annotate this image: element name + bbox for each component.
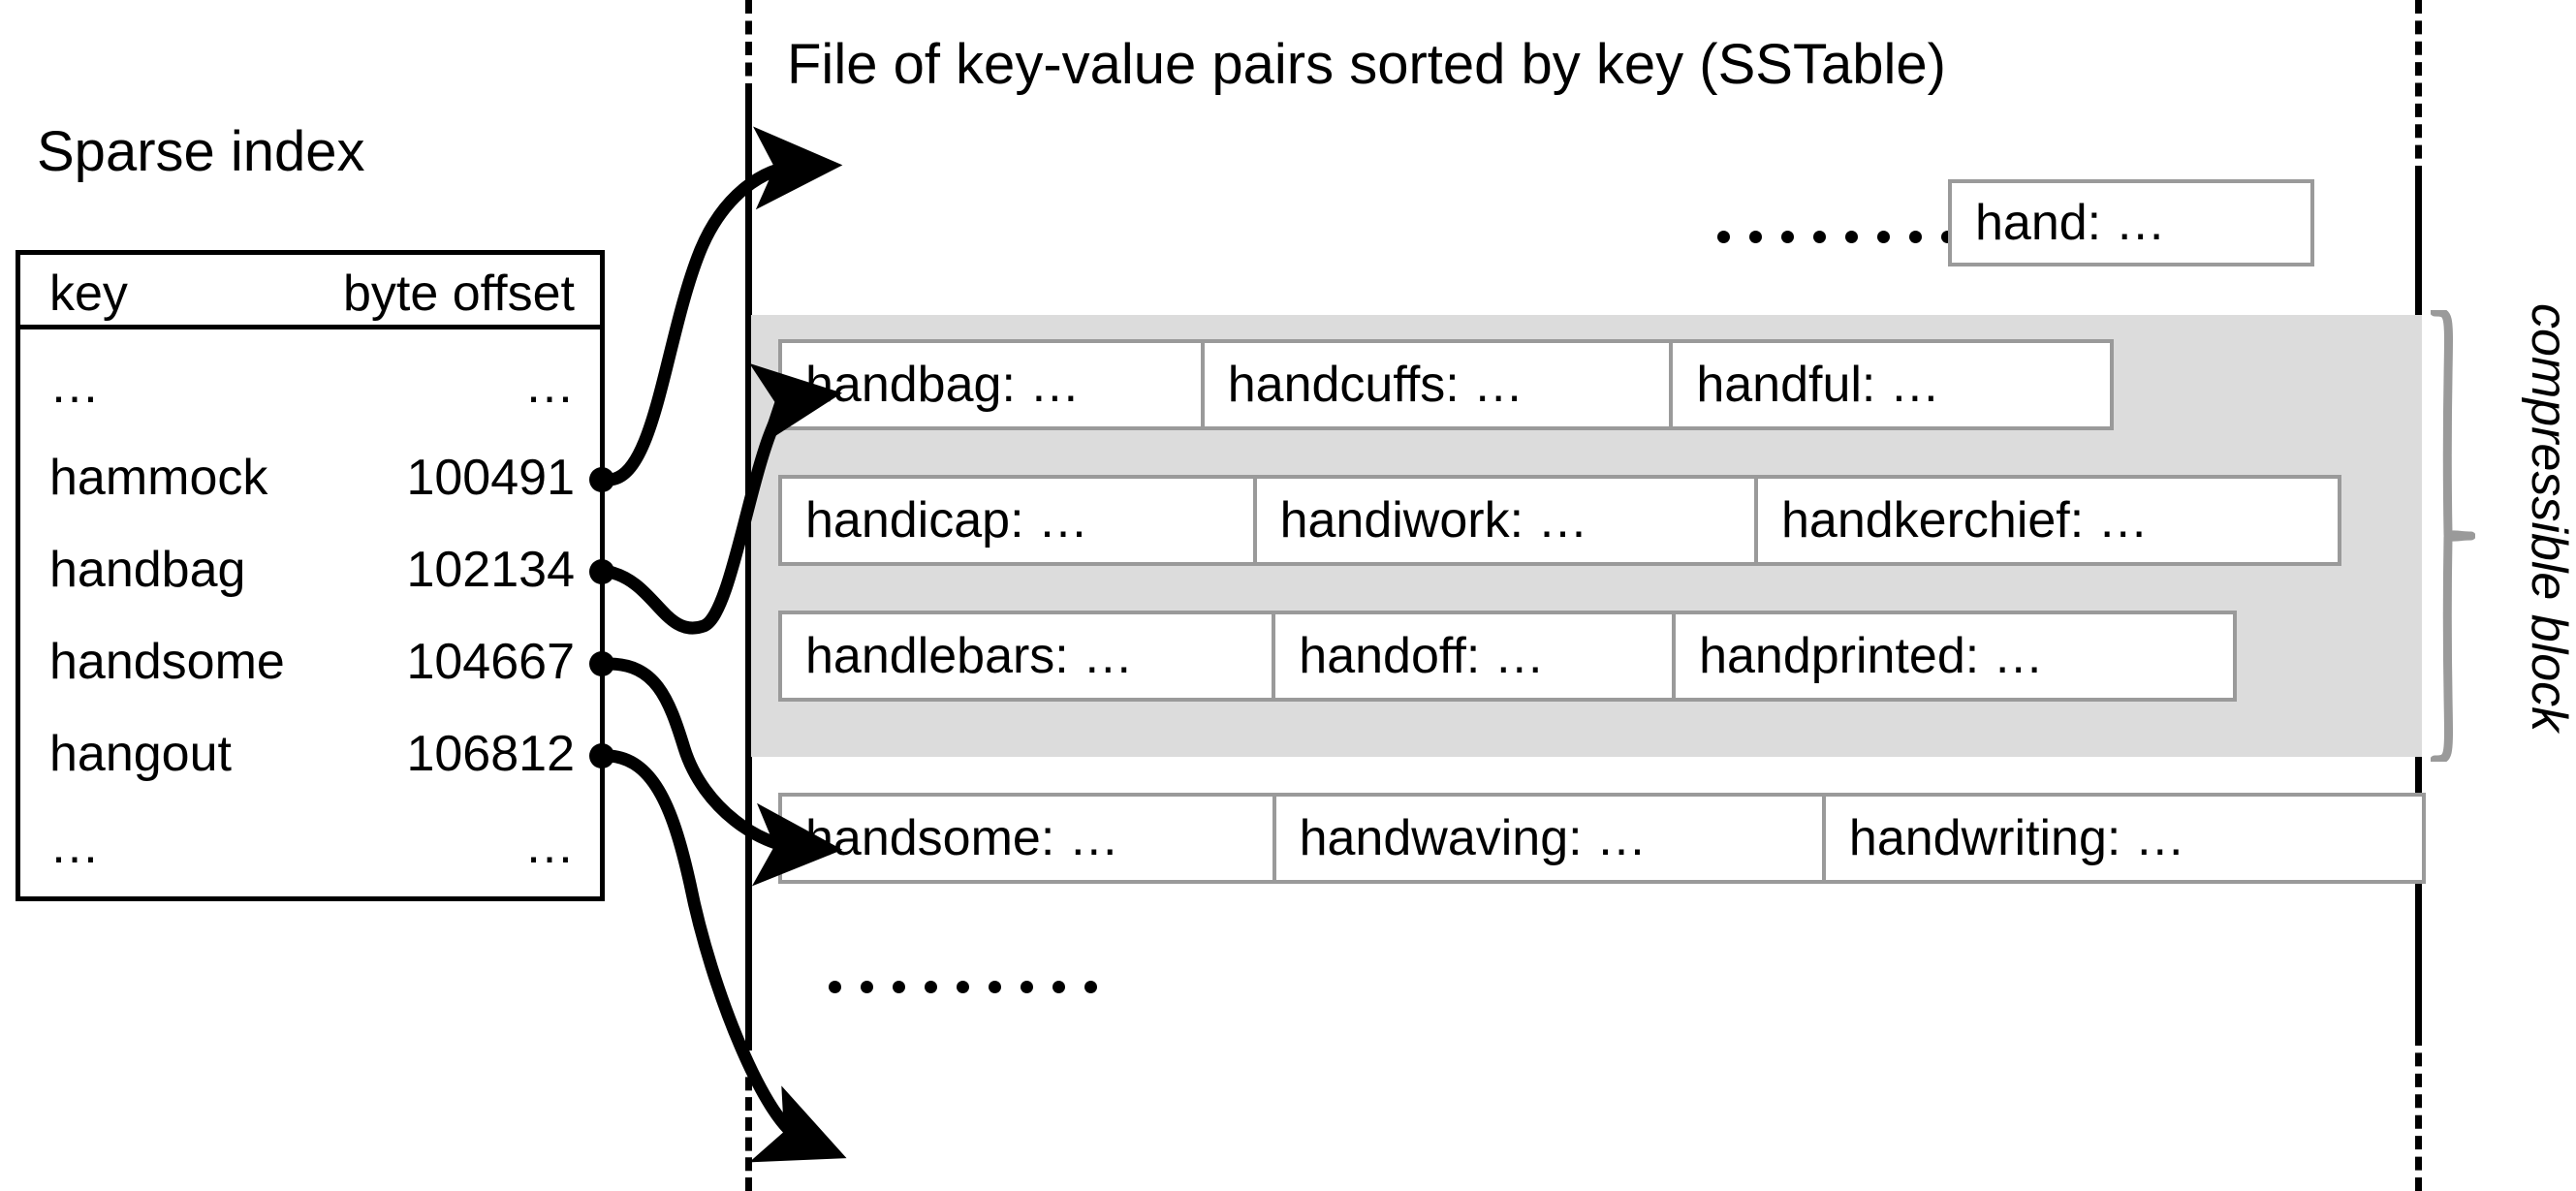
kv-row: handsome: … handwaving: … handwriting: … [778,793,2426,884]
table-row: hangout 106812 [20,707,600,799]
kv-cell: handful: … [1673,343,2110,426]
row-offset: 106812 [406,725,575,782]
row-offset: 102134 [406,541,575,598]
kv-entry-label: handoff: … [1299,628,1545,684]
kv-cell: handkerchief: … [1757,479,2338,562]
column-header-byte-offset: byte offset [343,266,575,322]
row-offset: 100491 [406,449,575,506]
table-row: … … [20,339,600,431]
kv-entry-label: handkerchief: … [1780,492,2149,548]
kv-cell: handicap: … [782,479,1257,562]
kv-entry-label: handcuffs: … [1227,357,1524,413]
kv-cell: handoff: … [1275,614,1677,698]
row-key: hammock [49,449,268,506]
offset-anchor-dot-hammock [589,467,614,492]
kv-cell: handiwork: … [1256,479,1758,562]
file-left-boundary-dashed-bottom [745,1037,752,1191]
kv-cell: handbag: … [782,343,1205,426]
arrow-hangout [608,749,847,1163]
kv-entry-hand: hand: … [1948,179,2314,266]
compressible-block-label: compressible block [2521,303,2576,733]
bottom-ellipsis [829,981,1097,993]
kv-cell: handwaving: … [1275,797,1826,880]
table-row: hammock 100491 [20,431,600,523]
kv-entry-label: hand: … [1975,195,2166,251]
kv-entry-label: handwaving: … [1299,810,1648,866]
kv-entry-label: handwriting: … [1848,810,2185,866]
kv-entry-label: handful: … [1696,357,1940,413]
kv-cell: handprinted: … [1676,614,2233,698]
kv-row: handbag: … handcuffs: … handful: … [778,339,2114,430]
kv-cell: handwriting: … [1825,797,2422,880]
kv-row: handicap: … handiwork: … handkerchief: … [778,475,2341,566]
table-row: handbag 102134 [20,523,600,615]
row-key: hangout [49,725,232,782]
offset-anchor-dot-hangout [589,743,614,768]
kv-cell: handcuffs: … [1204,343,1674,426]
kv-entry-label: handsome: … [805,810,1119,866]
row-key: … [49,817,100,874]
kv-entry-label: handicap: … [805,492,1088,548]
file-left-boundary-dashed-top [745,0,752,97]
file-right-boundary-dashed-bottom [2415,1032,2422,1191]
kv-entry-label: handlebars: … [805,628,1134,684]
row-key: … [49,357,100,414]
kv-entry-label: handbag: … [805,357,1081,413]
kv-cell: handlebars: … [782,614,1276,698]
top-ellipsis [1717,231,1986,243]
row-offset: 104667 [406,633,575,690]
sparse-index-title: Sparse index [37,120,365,183]
compressible-block-brace [2431,310,2475,762]
offset-anchor-dot-handbag [589,559,614,584]
sstable-title: File of key-value pairs sorted by key (S… [787,33,1946,96]
row-key: handbag [49,541,246,598]
row-offset: … [524,817,575,874]
table-row: handsome 104667 [20,615,600,707]
kv-row: handlebars: … handoff: … handprinted: … [778,611,2237,702]
sparse-index-header-row: key byte offset [20,255,600,329]
row-offset: … [524,357,575,414]
offset-anchor-dot-handsome [589,651,614,676]
kv-entry-label: handprinted: … [1699,628,2044,684]
column-header-key: key [49,266,128,322]
row-key: handsome [49,633,285,690]
file-right-boundary-dashed-top [2415,0,2422,179]
sparse-index-table: key byte offset … … hammock 100491 handb… [16,250,605,901]
table-row: … … [20,799,600,892]
kv-cell: handsome: … [782,797,1276,880]
kv-entry-label: handiwork: … [1279,492,1588,548]
